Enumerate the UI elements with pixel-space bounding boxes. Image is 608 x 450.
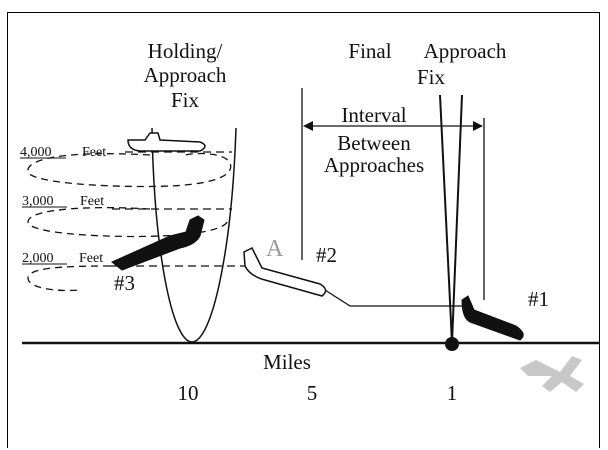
holding-pattern-2000: [27, 265, 111, 292]
final-fix-label-line1: Final: [348, 39, 391, 63]
diagram-frame: [7, 12, 600, 448]
interval-label-line1: Interval: [341, 103, 406, 127]
holding-fix-label-line3: Fix: [171, 88, 200, 112]
altitude-label-3000: 3,000: [22, 194, 54, 209]
interval-label-line3: Approaches: [324, 153, 424, 177]
altitude-feet-3000: Feet: [80, 194, 104, 209]
aircraft-3-label: #3: [114, 271, 135, 295]
altitude-label-4000: 4,000: [20, 145, 52, 160]
fix-fan-line-left: [439, 94, 453, 344]
interval-arrowhead-left: [303, 121, 313, 131]
holding-fix-label-line1: Holding/: [148, 39, 223, 63]
interval-arrowhead-right: [473, 121, 483, 131]
holding-cone: [151, 127, 237, 343]
mile-tick-1: 1: [447, 381, 458, 405]
mile-tick-5: 5: [307, 381, 318, 405]
miles-axis-label: Miles: [263, 350, 311, 374]
final-approach-fix-marker: [445, 337, 459, 351]
aircraft-1: [461, 295, 524, 341]
final-fix-label-line3: Fix: [417, 65, 446, 89]
mile-tick-10: 10: [178, 381, 199, 405]
holding-pattern-4000: [27, 152, 232, 188]
interval-label-line2: Between: [337, 131, 411, 155]
final-fix-label-line2: Approach: [424, 39, 507, 63]
altitude-feet-2000: Feet: [79, 251, 103, 266]
aircraft-a: [243, 246, 327, 297]
holding-fix-label-line2: Approach: [144, 63, 227, 87]
aircraft-2-label: #2: [316, 243, 337, 267]
aircraft-1-label: #1: [528, 287, 549, 311]
aircraft-3: [111, 215, 205, 271]
approach-path: [324, 289, 470, 307]
altitude-feet-4000: Feet: [82, 145, 106, 160]
aircraft-a-label: A: [266, 236, 284, 262]
altitude-label-2000: 2,000: [22, 251, 54, 266]
landed-aircraft-silhouette: [520, 356, 584, 392]
fix-fan-line-right: [451, 94, 463, 344]
aircraft-at-4000: [127, 132, 206, 152]
